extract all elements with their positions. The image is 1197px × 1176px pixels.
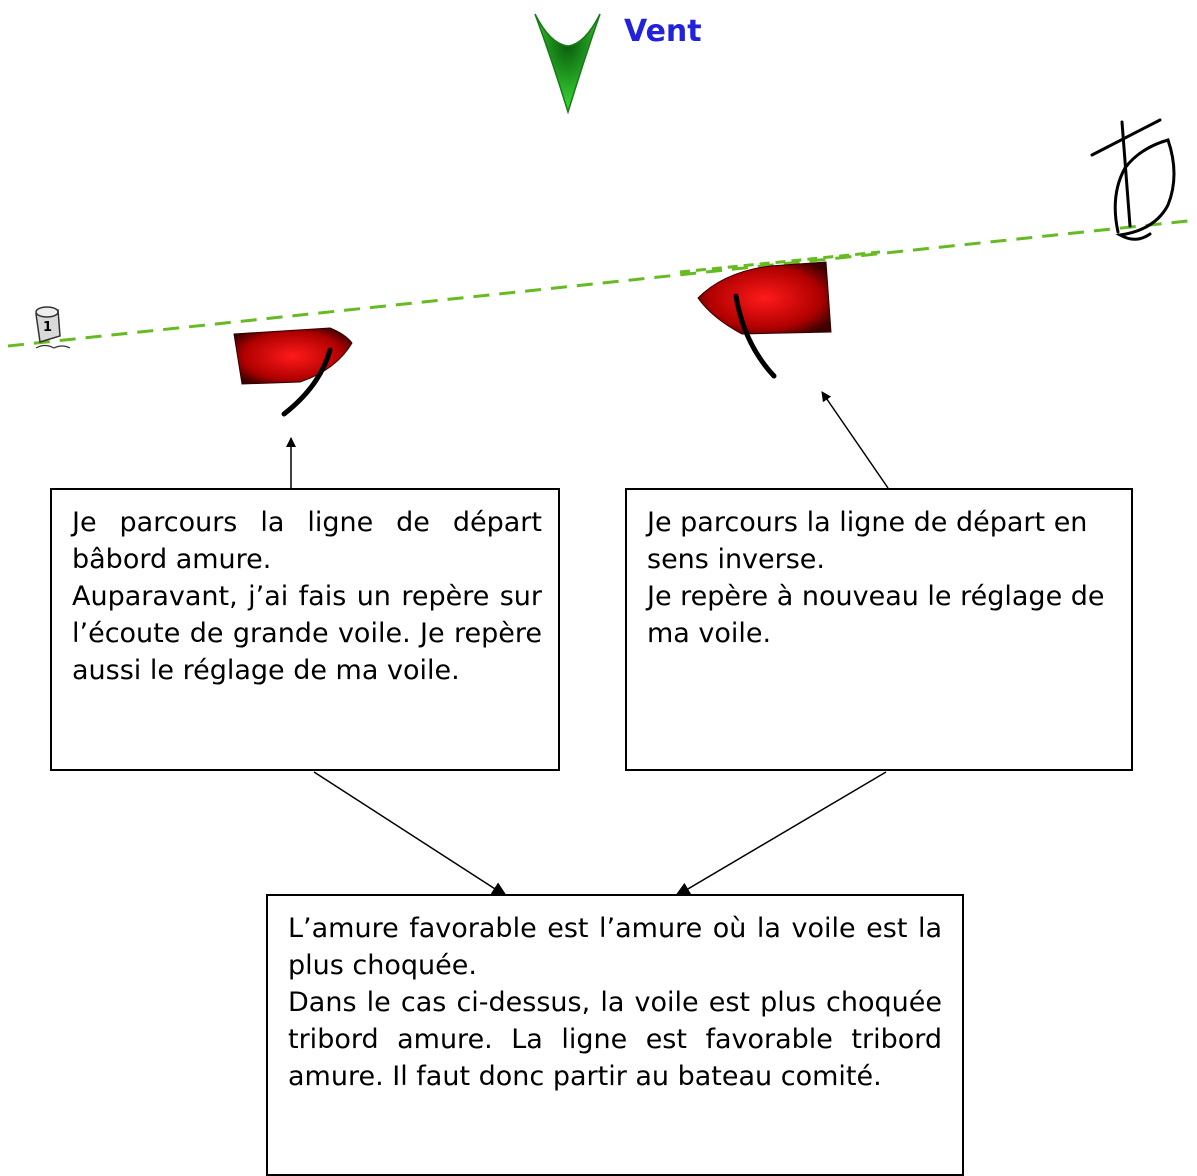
port-tack-text-2: Auparavant, j’ai fais un repère sur l’éc…: [72, 581, 542, 686]
arrow-left-box-to-conclusion: [313, 771, 508, 898]
reverse-tack-box: Je parcours la ligne de départ en sens i…: [625, 488, 1133, 771]
sail-right: [733, 293, 777, 379]
committee-boat-icon: [1090, 118, 1176, 241]
sail-left: [281, 347, 333, 417]
buoy-number: 1: [43, 320, 52, 335]
start-line: [7, 218, 1197, 348]
port-tack-box: Je parcours la ligne de départ bâbord am…: [50, 488, 560, 771]
start-line-segment: [679, 250, 881, 274]
port-tack-text-1: Je parcours la ligne de départ bâbord am…: [72, 507, 542, 575]
boat-port-tack: [233, 327, 353, 417]
reverse-tack-text-2: Je repère à nouveau le réglage de ma voi…: [647, 581, 1105, 649]
buoy-icon: 1: [35, 306, 71, 349]
conclusion-text-1: L’amure favorable est l’amure où la voil…: [288, 913, 942, 981]
wind-arrow-icon: [534, 13, 601, 115]
conclusion-text-2: Dans le cas ci-dessus, la voile est plus…: [288, 987, 942, 1092]
boat-hull-left: [233, 327, 353, 385]
boat-reverse-tack: [697, 261, 832, 379]
conclusion-box: L’amure favorable est l’amure où la voil…: [266, 894, 964, 1176]
arrow-right-box-to-conclusion: [674, 771, 887, 898]
wind-label: Vent: [624, 14, 702, 49]
arrow-right-box-to-boat: [821, 391, 889, 489]
reverse-tack-text-1: Je parcours la ligne de départ en sens i…: [647, 507, 1088, 575]
boat-hull-right: [697, 261, 832, 335]
